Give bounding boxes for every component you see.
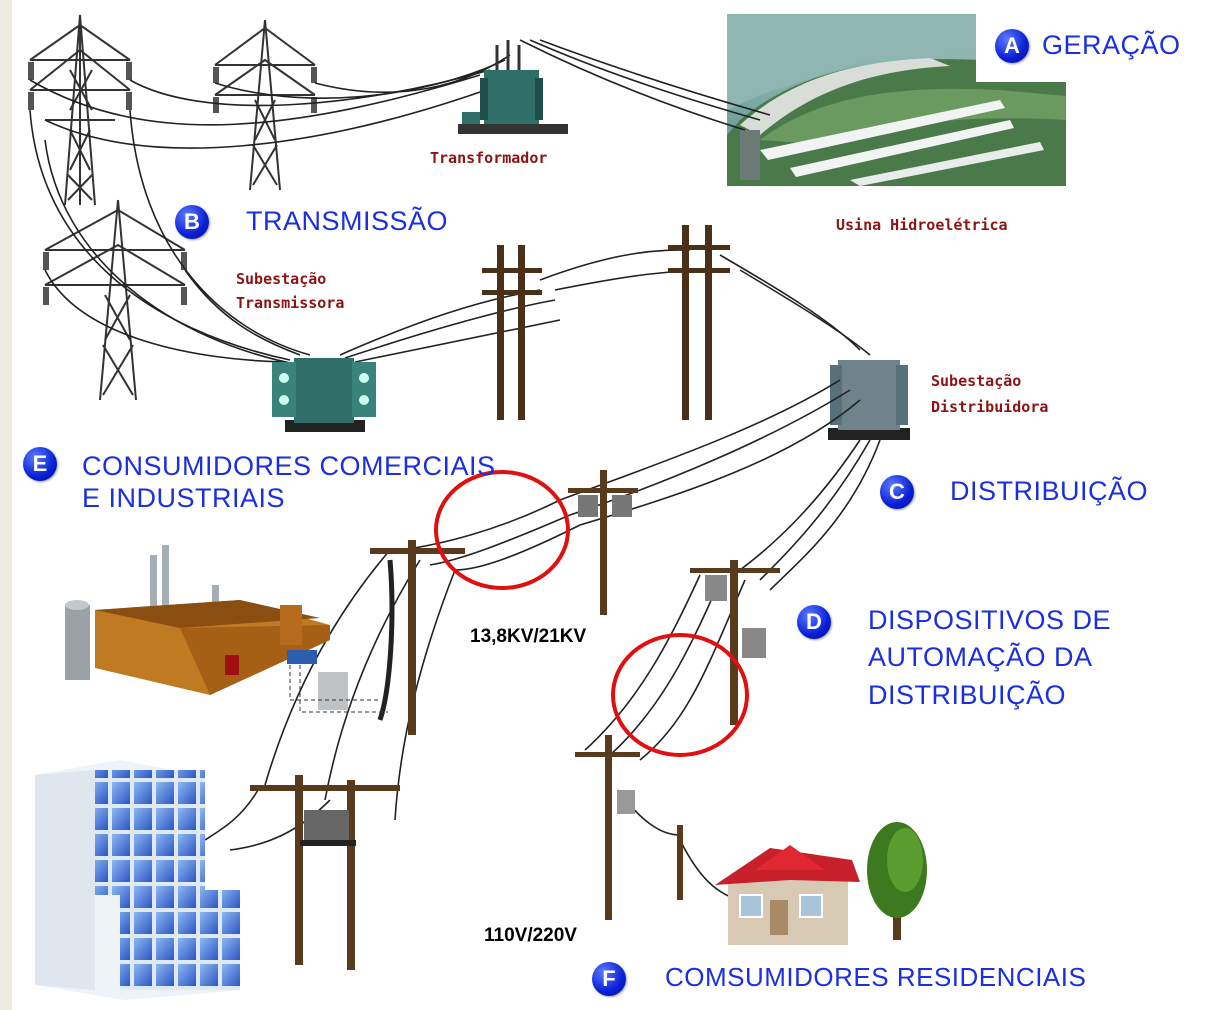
hydro-plant-photo	[727, 14, 1066, 186]
transmission-tower-3	[44, 199, 186, 401]
title-automation-line2: AUTOMAÇÃO DA	[868, 642, 1093, 672]
distribution-substation	[828, 360, 910, 440]
distribution-poles	[250, 470, 780, 970]
highlight-circle-distribution	[611, 633, 749, 757]
badge-d: D	[797, 605, 831, 639]
pole-transformers	[300, 495, 766, 846]
badge-f: F	[592, 962, 626, 996]
highlight-circle-medium-voltage	[434, 470, 570, 590]
badge-b: B	[175, 205, 209, 239]
tree	[867, 822, 927, 940]
voltage-low: 110V/220V	[484, 925, 577, 946]
title-generation: GERAÇÃO	[1042, 30, 1181, 60]
transmission-poles	[482, 225, 730, 420]
title-distribution: DISTRIBUIÇÃO	[950, 476, 1149, 506]
badge-e: E	[23, 447, 57, 481]
label-hydro-plant: Usina Hidroelétrica	[836, 216, 1008, 234]
badge-a: A	[995, 29, 1029, 63]
title-commercial-line1: CONSUMIDORES COMERCIAIS	[82, 451, 496, 481]
title-automation-line1: DISPOSITIVOS DE	[868, 605, 1112, 635]
top-transformer	[458, 40, 568, 134]
label-transformer: Transformador	[430, 149, 548, 167]
transmission-lines	[29, 39, 871, 366]
label-distribution-substation-line1: Subestação	[931, 372, 1022, 390]
label-transmission-substation-line2: Transmissora	[236, 294, 345, 312]
house	[715, 845, 860, 945]
label-transmission-substation-line1: Subestação	[236, 270, 327, 288]
title-transmission: TRANSMISSÃO	[246, 206, 449, 236]
label-distribution-substation-line2: Distribuidora	[931, 398, 1049, 416]
transmission-substation	[272, 358, 376, 432]
title-automation-line3: DISTRIBUIÇÃO	[868, 680, 1067, 710]
voltage-medium: 13,8KV/21KV	[470, 626, 587, 647]
factory	[65, 545, 388, 713]
highlight-circles	[434, 470, 749, 757]
title-commercial-line2: E INDUSTRIAIS	[82, 483, 286, 513]
title-residential: COMSUMIDORES RESIDENCIAIS	[665, 962, 1087, 992]
office-building	[35, 760, 240, 1000]
transmission-tower-1	[29, 14, 131, 206]
badge-c: C	[880, 475, 914, 509]
